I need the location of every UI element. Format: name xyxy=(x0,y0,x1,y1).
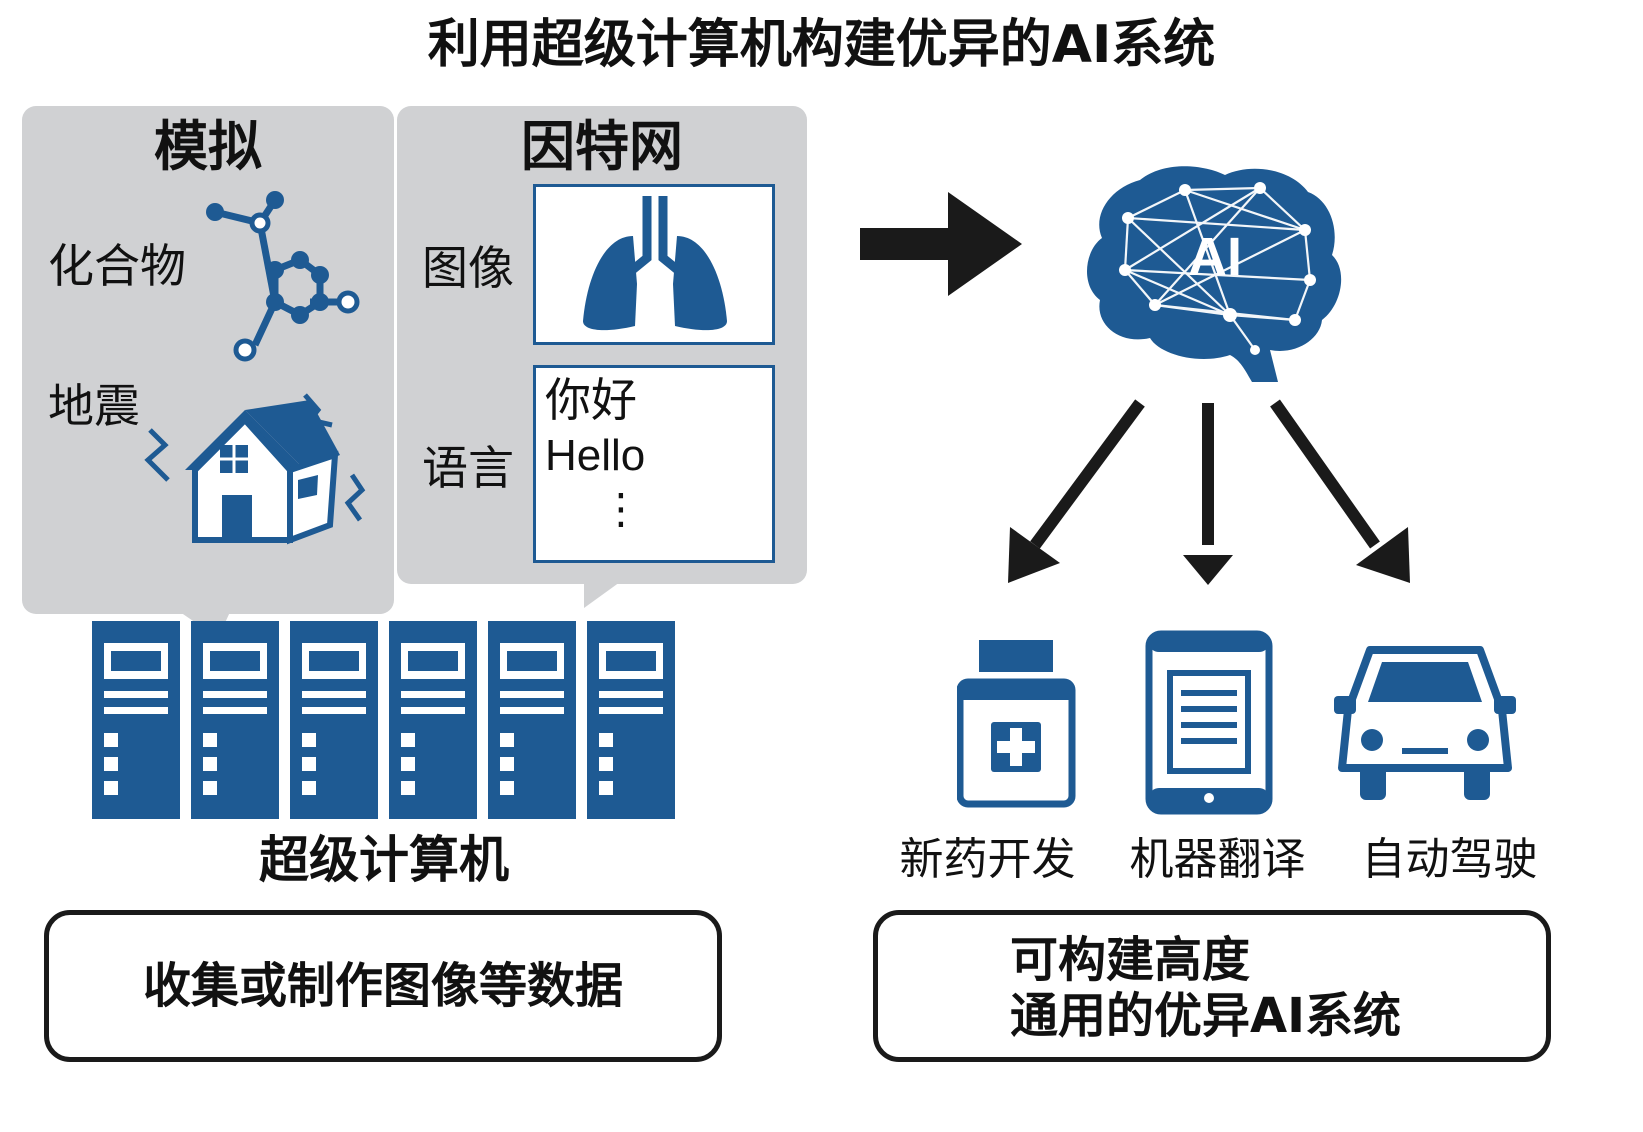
page-title: 利用超级计算机构建优异的AI系统 xyxy=(427,15,1216,75)
molecule-icon xyxy=(206,191,360,362)
image-label: 图像 xyxy=(422,241,514,295)
tablet-document-icon xyxy=(1145,630,1273,815)
ai-brain-icon xyxy=(1087,166,1342,382)
result-box xyxy=(873,910,1551,1062)
supercomputer-icon xyxy=(92,621,675,819)
simulation-heading: 模拟 xyxy=(154,115,262,178)
big-right-arrow-icon xyxy=(860,192,1022,296)
app-label-drug-development: 新药开发 xyxy=(899,834,1076,885)
greeting-english: Hello xyxy=(545,431,646,480)
car-icon xyxy=(1334,646,1516,800)
output-arrows xyxy=(1008,399,1410,585)
image-box xyxy=(533,184,775,345)
arrow-down-right-icon xyxy=(1356,527,1410,583)
greeting-chinese: 你好 xyxy=(545,373,637,427)
lungs-icon xyxy=(583,196,727,331)
data-collection-text: 收集或制作图像等数据 xyxy=(142,958,623,1014)
earthquake-label: 地震 xyxy=(48,379,140,433)
arrow-down-icon xyxy=(1183,555,1233,585)
internet-panel-pointer xyxy=(584,582,620,608)
language-label: 语言 xyxy=(422,441,514,495)
house-shaking-icon xyxy=(144,393,366,545)
internet-heading: 因特网 xyxy=(521,115,683,178)
compound-label: 化合物 xyxy=(48,239,186,293)
medicine-bottle-icon xyxy=(957,640,1076,808)
app-label-autonomous-driving: 自动驾驶 xyxy=(1361,834,1538,885)
ellipsis-dots: ⋮ xyxy=(600,484,642,533)
arrow-down-left-icon xyxy=(1008,527,1060,583)
ai-label: AI xyxy=(1188,227,1242,287)
data-collection-box xyxy=(44,910,722,1062)
app-label-machine-translation: 机器翻译 xyxy=(1129,834,1306,885)
supercomputer-label: 超级计算机 xyxy=(259,831,509,889)
result-text-line1: 可构建高度 xyxy=(1010,932,1251,988)
language-box xyxy=(533,365,775,563)
result-text-line2: 通用的优异AI系统 xyxy=(1010,988,1402,1044)
